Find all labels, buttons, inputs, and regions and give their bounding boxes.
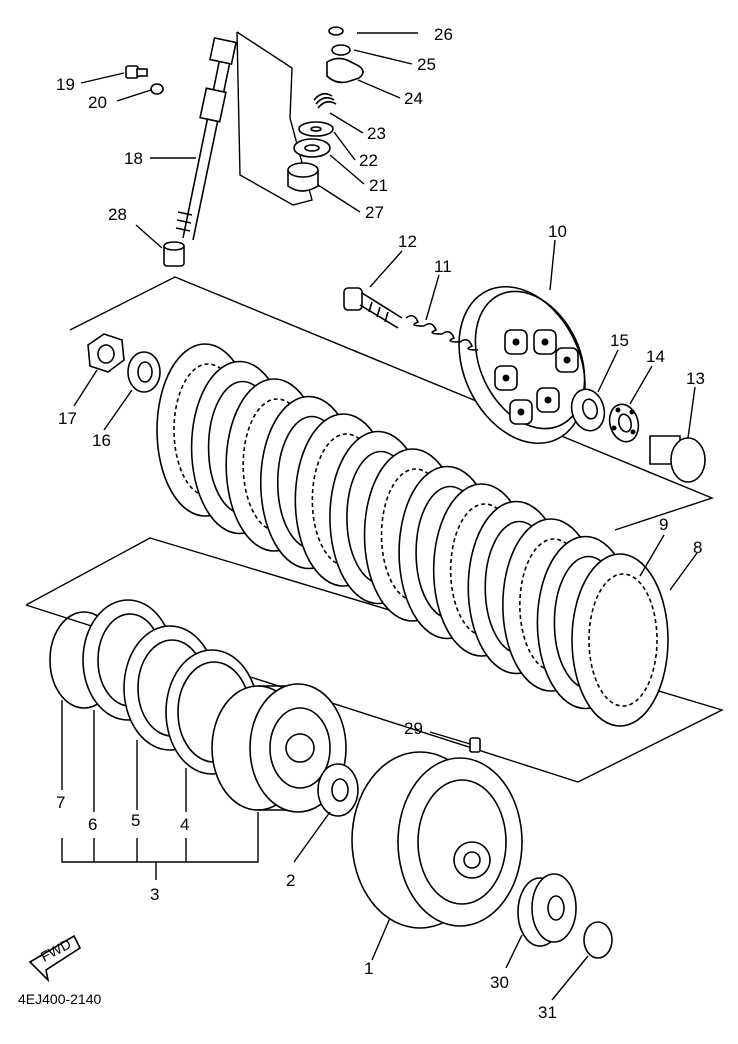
label-17: 17	[58, 409, 77, 428]
label-27: 27	[365, 203, 384, 222]
forward-arrow-icon: FWD	[28, 934, 82, 983]
bolt-19-part	[125, 65, 148, 79]
bearing-28-part	[163, 241, 185, 267]
label-16: 16	[92, 431, 111, 450]
circlip-31-part	[583, 921, 613, 959]
label-19: 19	[56, 75, 75, 94]
plate-group-box	[69, 276, 715, 531]
label-28: 28	[108, 205, 127, 224]
leader-lines	[61, 32, 698, 1001]
label-15: 15	[610, 331, 629, 350]
pressure-plate-10-part	[458, 285, 586, 445]
label-5: 5	[131, 811, 140, 830]
spring-11-part	[405, 314, 479, 351]
label-20: 20	[88, 93, 107, 112]
washer-20-part	[150, 83, 164, 95]
push-rod-part	[175, 37, 237, 241]
boss-group-box	[25, 537, 724, 783]
clutch-plate-stack	[156, 343, 669, 727]
clutch-plate	[571, 553, 669, 727]
label-26: 26	[434, 25, 453, 44]
pin-29-part	[469, 737, 481, 753]
label-31: 31	[538, 1003, 557, 1022]
lock-washer-16-part	[127, 351, 161, 393]
gear-30-part	[517, 873, 577, 947]
label-8: 8	[693, 538, 702, 557]
label-12: 12	[398, 232, 417, 251]
nut-17-part	[87, 333, 125, 373]
label-21: 21	[369, 176, 388, 195]
label-3: 3	[150, 885, 159, 904]
bolt-12-part	[343, 287, 403, 329]
label-1: 1	[364, 959, 373, 978]
thrust-washer-2-part	[317, 763, 359, 817]
label-18: 18	[124, 149, 143, 168]
clutch-plate-inner	[588, 573, 658, 707]
label-4: 4	[180, 815, 189, 834]
label-11: 11	[434, 257, 452, 276]
drawing-code: 4EJ400-2140	[18, 991, 102, 1007]
label-7: 7	[56, 793, 65, 812]
pushrod-group-box	[236, 31, 313, 206]
washer-15-part	[570, 388, 606, 432]
clutch-housing-1-part	[351, 751, 523, 929]
label-25: 25	[417, 55, 436, 74]
label-6: 6	[88, 815, 97, 834]
label-23: 23	[367, 124, 386, 143]
label-29: 29	[404, 719, 423, 738]
label-10: 10	[548, 222, 567, 241]
label-24: 24	[404, 89, 423, 108]
bearing-14-part	[608, 403, 640, 443]
label-22: 22	[359, 151, 378, 170]
label-2: 2	[286, 871, 295, 890]
push-lever-stack	[287, 26, 364, 192]
label-9: 9	[659, 515, 668, 534]
label-13: 13	[686, 369, 705, 388]
label-30: 30	[490, 973, 509, 992]
clutch-boss-assembly-3-part	[211, 683, 347, 813]
label-14: 14	[646, 347, 665, 366]
push-rod-13-part	[649, 435, 706, 483]
